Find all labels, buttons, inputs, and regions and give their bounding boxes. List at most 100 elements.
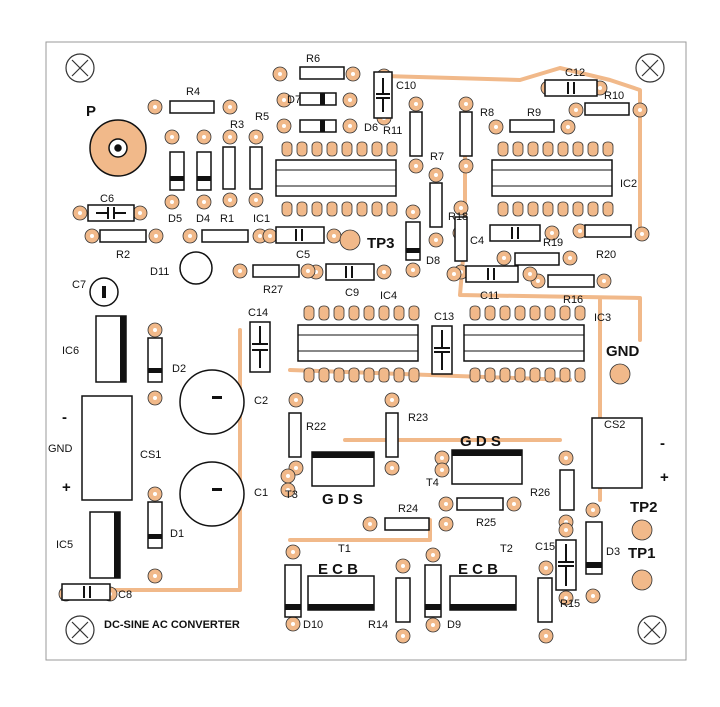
c1-body xyxy=(179,461,245,527)
pad-hole xyxy=(278,72,282,76)
pad-hole xyxy=(544,634,548,638)
pad-hole xyxy=(452,272,456,276)
c5-body xyxy=(275,226,325,244)
label-r2: R2 xyxy=(116,249,130,261)
pad-hole xyxy=(348,98,352,102)
ic-pin xyxy=(378,367,390,383)
ic-pin xyxy=(572,201,584,217)
pad-hole xyxy=(544,566,548,570)
label-r19: R19 xyxy=(543,237,563,249)
d1-body xyxy=(147,501,163,549)
pad-hole xyxy=(254,135,258,139)
d7-body xyxy=(299,92,337,106)
ic-pin xyxy=(386,141,398,157)
label-gds-t3: G D S xyxy=(322,491,363,508)
cap-symbols xyxy=(83,78,575,598)
pad-hole xyxy=(564,596,568,600)
pad-hole xyxy=(153,492,157,496)
pad-hole xyxy=(440,456,444,460)
ic-pin xyxy=(371,201,383,217)
pad-hole xyxy=(228,105,232,109)
r11-body xyxy=(409,111,423,157)
label-ic1: IC1 xyxy=(253,213,270,225)
r3-body xyxy=(222,146,236,190)
label-d5: D5 xyxy=(168,213,182,225)
label-d11: D11 xyxy=(150,266,169,278)
pad-hole xyxy=(431,553,435,557)
pad-hole xyxy=(382,270,386,274)
ic-pin xyxy=(559,367,571,383)
r14-body xyxy=(395,577,411,623)
component-details xyxy=(102,93,602,610)
d6-body xyxy=(299,119,337,133)
d2-body xyxy=(147,337,163,383)
pad-hole xyxy=(401,634,405,638)
c12-body xyxy=(544,79,598,97)
label-gnd-right: GND xyxy=(606,343,640,360)
ic-pin xyxy=(371,141,383,157)
r25-body xyxy=(456,497,504,511)
pad-hole xyxy=(564,456,568,460)
ic-pin xyxy=(408,305,420,321)
pad-hole xyxy=(282,124,286,128)
label-tp2: TP2 xyxy=(630,499,658,516)
pad-hole xyxy=(258,234,262,238)
pad-hole xyxy=(348,124,352,128)
ic-pin xyxy=(514,305,526,321)
label-r3: R3 xyxy=(230,119,244,131)
ic-pin xyxy=(529,305,541,321)
ic-pin xyxy=(341,201,353,217)
label-r24: R24 xyxy=(398,503,418,515)
pad-hole xyxy=(294,466,298,470)
pad-hole xyxy=(414,102,418,106)
ic-pin xyxy=(484,367,496,383)
label-c14: C14 xyxy=(248,307,268,319)
pad-hole xyxy=(578,229,582,233)
c8-body xyxy=(61,583,111,601)
ic1-body xyxy=(275,159,397,197)
label-minus-right: - xyxy=(660,435,665,452)
ic-pin xyxy=(386,201,398,217)
r19-body xyxy=(514,252,560,266)
label-c8: C8 xyxy=(118,589,132,601)
pad-hole xyxy=(444,502,448,506)
label-r4: R4 xyxy=(186,86,200,98)
label-t3: T3 xyxy=(285,489,298,501)
c13-body xyxy=(431,325,453,375)
pad-hole xyxy=(464,164,468,168)
board-title: DC-SINE AC CONVERTER xyxy=(104,619,240,631)
ic-pin xyxy=(296,141,308,157)
pad-hole xyxy=(502,256,506,260)
ic-pin xyxy=(393,305,405,321)
d4-body xyxy=(196,151,212,191)
ic-pin xyxy=(363,367,375,383)
pad-hole xyxy=(440,468,444,472)
pad-hole xyxy=(431,623,435,627)
pad-hole xyxy=(564,528,568,532)
pad-hole xyxy=(268,234,272,238)
pad-hole xyxy=(434,238,438,242)
ic-pin xyxy=(326,141,338,157)
pad-hole xyxy=(286,488,290,492)
label-r18: R18 xyxy=(448,211,468,223)
pad-hole xyxy=(238,269,242,273)
pad-hole xyxy=(602,279,606,283)
r23-body xyxy=(385,412,399,458)
label-ic3: IC3 xyxy=(594,312,611,324)
pad-hole xyxy=(294,398,298,402)
ic-pin xyxy=(587,141,599,157)
ic-pin xyxy=(512,141,524,157)
pad-hole xyxy=(291,550,295,554)
r22-body xyxy=(288,412,302,458)
r5-body xyxy=(249,146,263,190)
label-d9: D9 xyxy=(447,619,461,631)
pad-hole xyxy=(638,108,642,112)
pad-hole xyxy=(282,98,286,102)
ic-pin xyxy=(574,305,586,321)
label-ic5: IC5 xyxy=(56,539,73,551)
test-point xyxy=(631,569,653,591)
pad-hole xyxy=(598,86,602,90)
cs2-body xyxy=(591,417,643,489)
ic-pin xyxy=(333,305,345,321)
label-c9: C9 xyxy=(345,287,359,299)
